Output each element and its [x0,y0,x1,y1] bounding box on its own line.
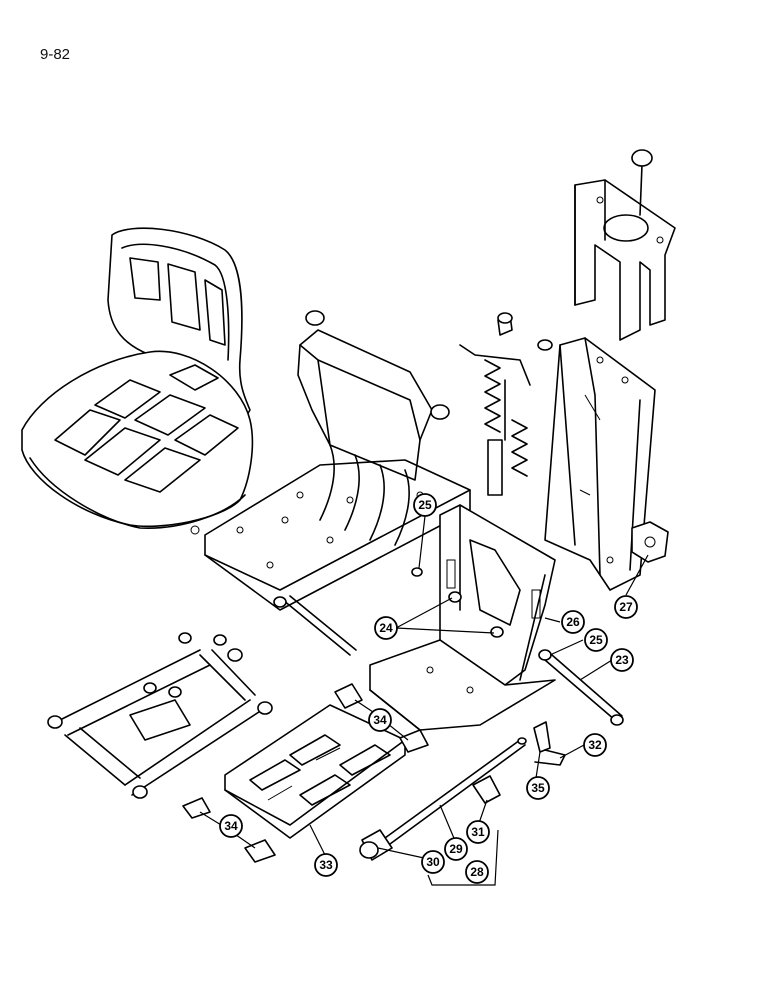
rod-assembly-part [359,721,566,861]
callout-23: 23 [610,648,634,672]
callout-28: 28 [465,860,489,884]
callout-35: 35 [526,776,550,800]
leader-lines [199,515,649,886]
callout-label: 31 [471,825,485,839]
callout-label: 26 [566,615,580,629]
page-number: 9-82 [40,46,71,63]
callout-29: 29 [444,837,468,861]
callout-label: 29 [449,842,463,856]
callout-25-right: 25 [584,628,608,652]
scissor-frame-part [47,632,273,799]
slide-rail-part [544,337,669,591]
clip-part [182,683,429,863]
callout-31: 31 [466,820,490,844]
callout-34-top: 34 [368,708,392,732]
shaft-part [544,654,624,726]
callout-27: 27 [614,595,638,619]
callout-label: 30 [426,855,440,869]
callout-label: 34 [224,819,238,833]
suspension-bracket-part [369,504,556,731]
callout-33: 33 [314,853,338,877]
callout-25-top: 25 [413,493,437,517]
callout-label: 33 [319,858,333,872]
callout-label: 24 [379,621,393,635]
callout-34-bottom: 34 [219,814,243,838]
callout-24: 24 [374,616,398,640]
suspension-springs-part [459,312,553,496]
callout-label: 25 [589,633,603,647]
callout-label: 23 [615,653,629,667]
callout-label: 25 [418,498,432,512]
upper-bracket-part [574,149,676,341]
callout-30: 30 [421,850,445,874]
base-plate-part [224,704,406,839]
callout-32: 32 [583,733,607,757]
callout-label: 27 [619,600,633,614]
callout-label: 34 [373,713,387,727]
callout-label: 32 [588,738,602,752]
callout-label: 35 [531,781,545,795]
seat-frame-part [190,310,471,656]
seat-cushion-part [21,227,254,529]
callout-label: 28 [470,865,484,879]
callout-26: 26 [561,610,585,634]
